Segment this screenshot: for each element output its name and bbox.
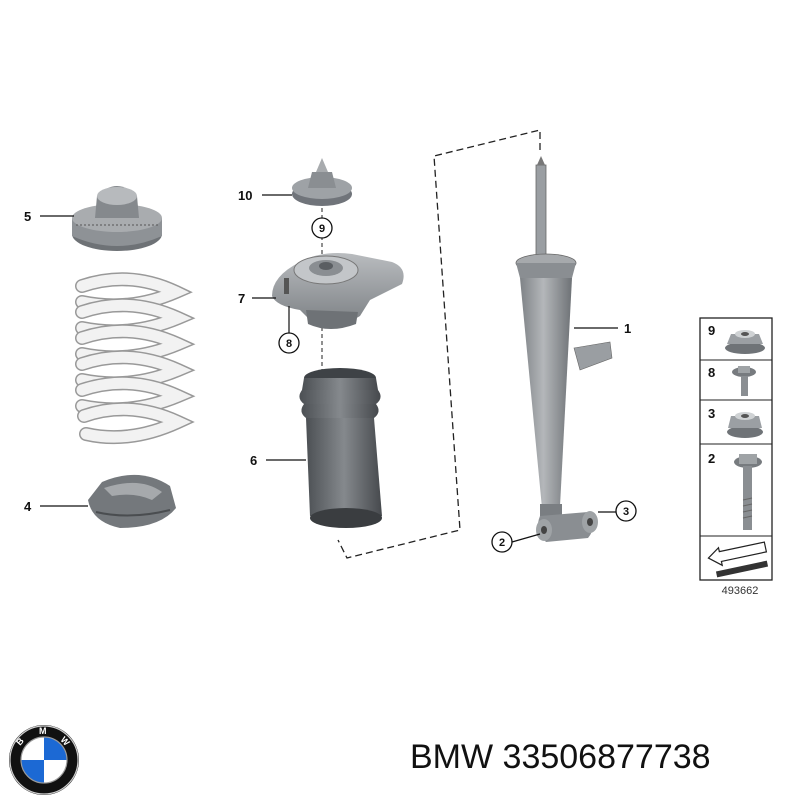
fastener-legend: 9 8 3 2 [699, 317, 773, 581]
circled-callout-9: 9 [311, 217, 333, 239]
flange-nut-icon [725, 330, 765, 354]
part-7-top-mount [272, 253, 404, 329]
legend-item-3: 3 [708, 406, 715, 421]
part-10-top-cap [292, 158, 352, 206]
brand-name: BMW [410, 738, 494, 776]
svg-text:8: 8 [286, 338, 292, 350]
circled-callout-2: 2 [491, 531, 513, 553]
hex-nut-icon [727, 412, 763, 438]
callout-7: 7 [238, 291, 245, 306]
svg-text:2: 2 [499, 537, 505, 549]
svg-text:9: 9 [319, 223, 325, 235]
circled-callout-3: 3 [615, 500, 637, 522]
callout-5: 5 [24, 209, 31, 224]
diagram-reference-number: 493662 [722, 585, 759, 597]
svg-text:3: 3 [623, 506, 629, 518]
circled-callout-8: 8 [278, 332, 300, 354]
coil-spring [75, 272, 196, 445]
part-5-spring-pad [72, 186, 162, 251]
direction-arrow-icon [707, 541, 769, 578]
part-6-dust-boot [299, 368, 382, 528]
bmw-roundel-icon: B M W [9, 725, 79, 795]
legend-item-9: 9 [708, 323, 715, 338]
legend-item-8: 8 [708, 365, 715, 380]
callout-4: 4 [24, 499, 32, 514]
legend-item-2: 2 [708, 451, 715, 466]
assembly-dashed-line [337, 129, 541, 559]
bmw-logo-letter-b: B [14, 735, 26, 747]
short-bolt-icon [732, 366, 756, 396]
part-1-shock-absorber [515, 156, 613, 542]
callout-1: 1 [624, 321, 631, 336]
long-bolt-icon [734, 454, 762, 530]
part-caption: BMW 33506877738 [410, 738, 711, 777]
part-4-lower-spring-pad [88, 474, 176, 528]
callout-6: 6 [250, 453, 257, 468]
part-number: 33506877738 [502, 738, 711, 776]
callout-10: 10 [238, 188, 252, 203]
bmw-logo-letter-m: M [39, 726, 47, 736]
